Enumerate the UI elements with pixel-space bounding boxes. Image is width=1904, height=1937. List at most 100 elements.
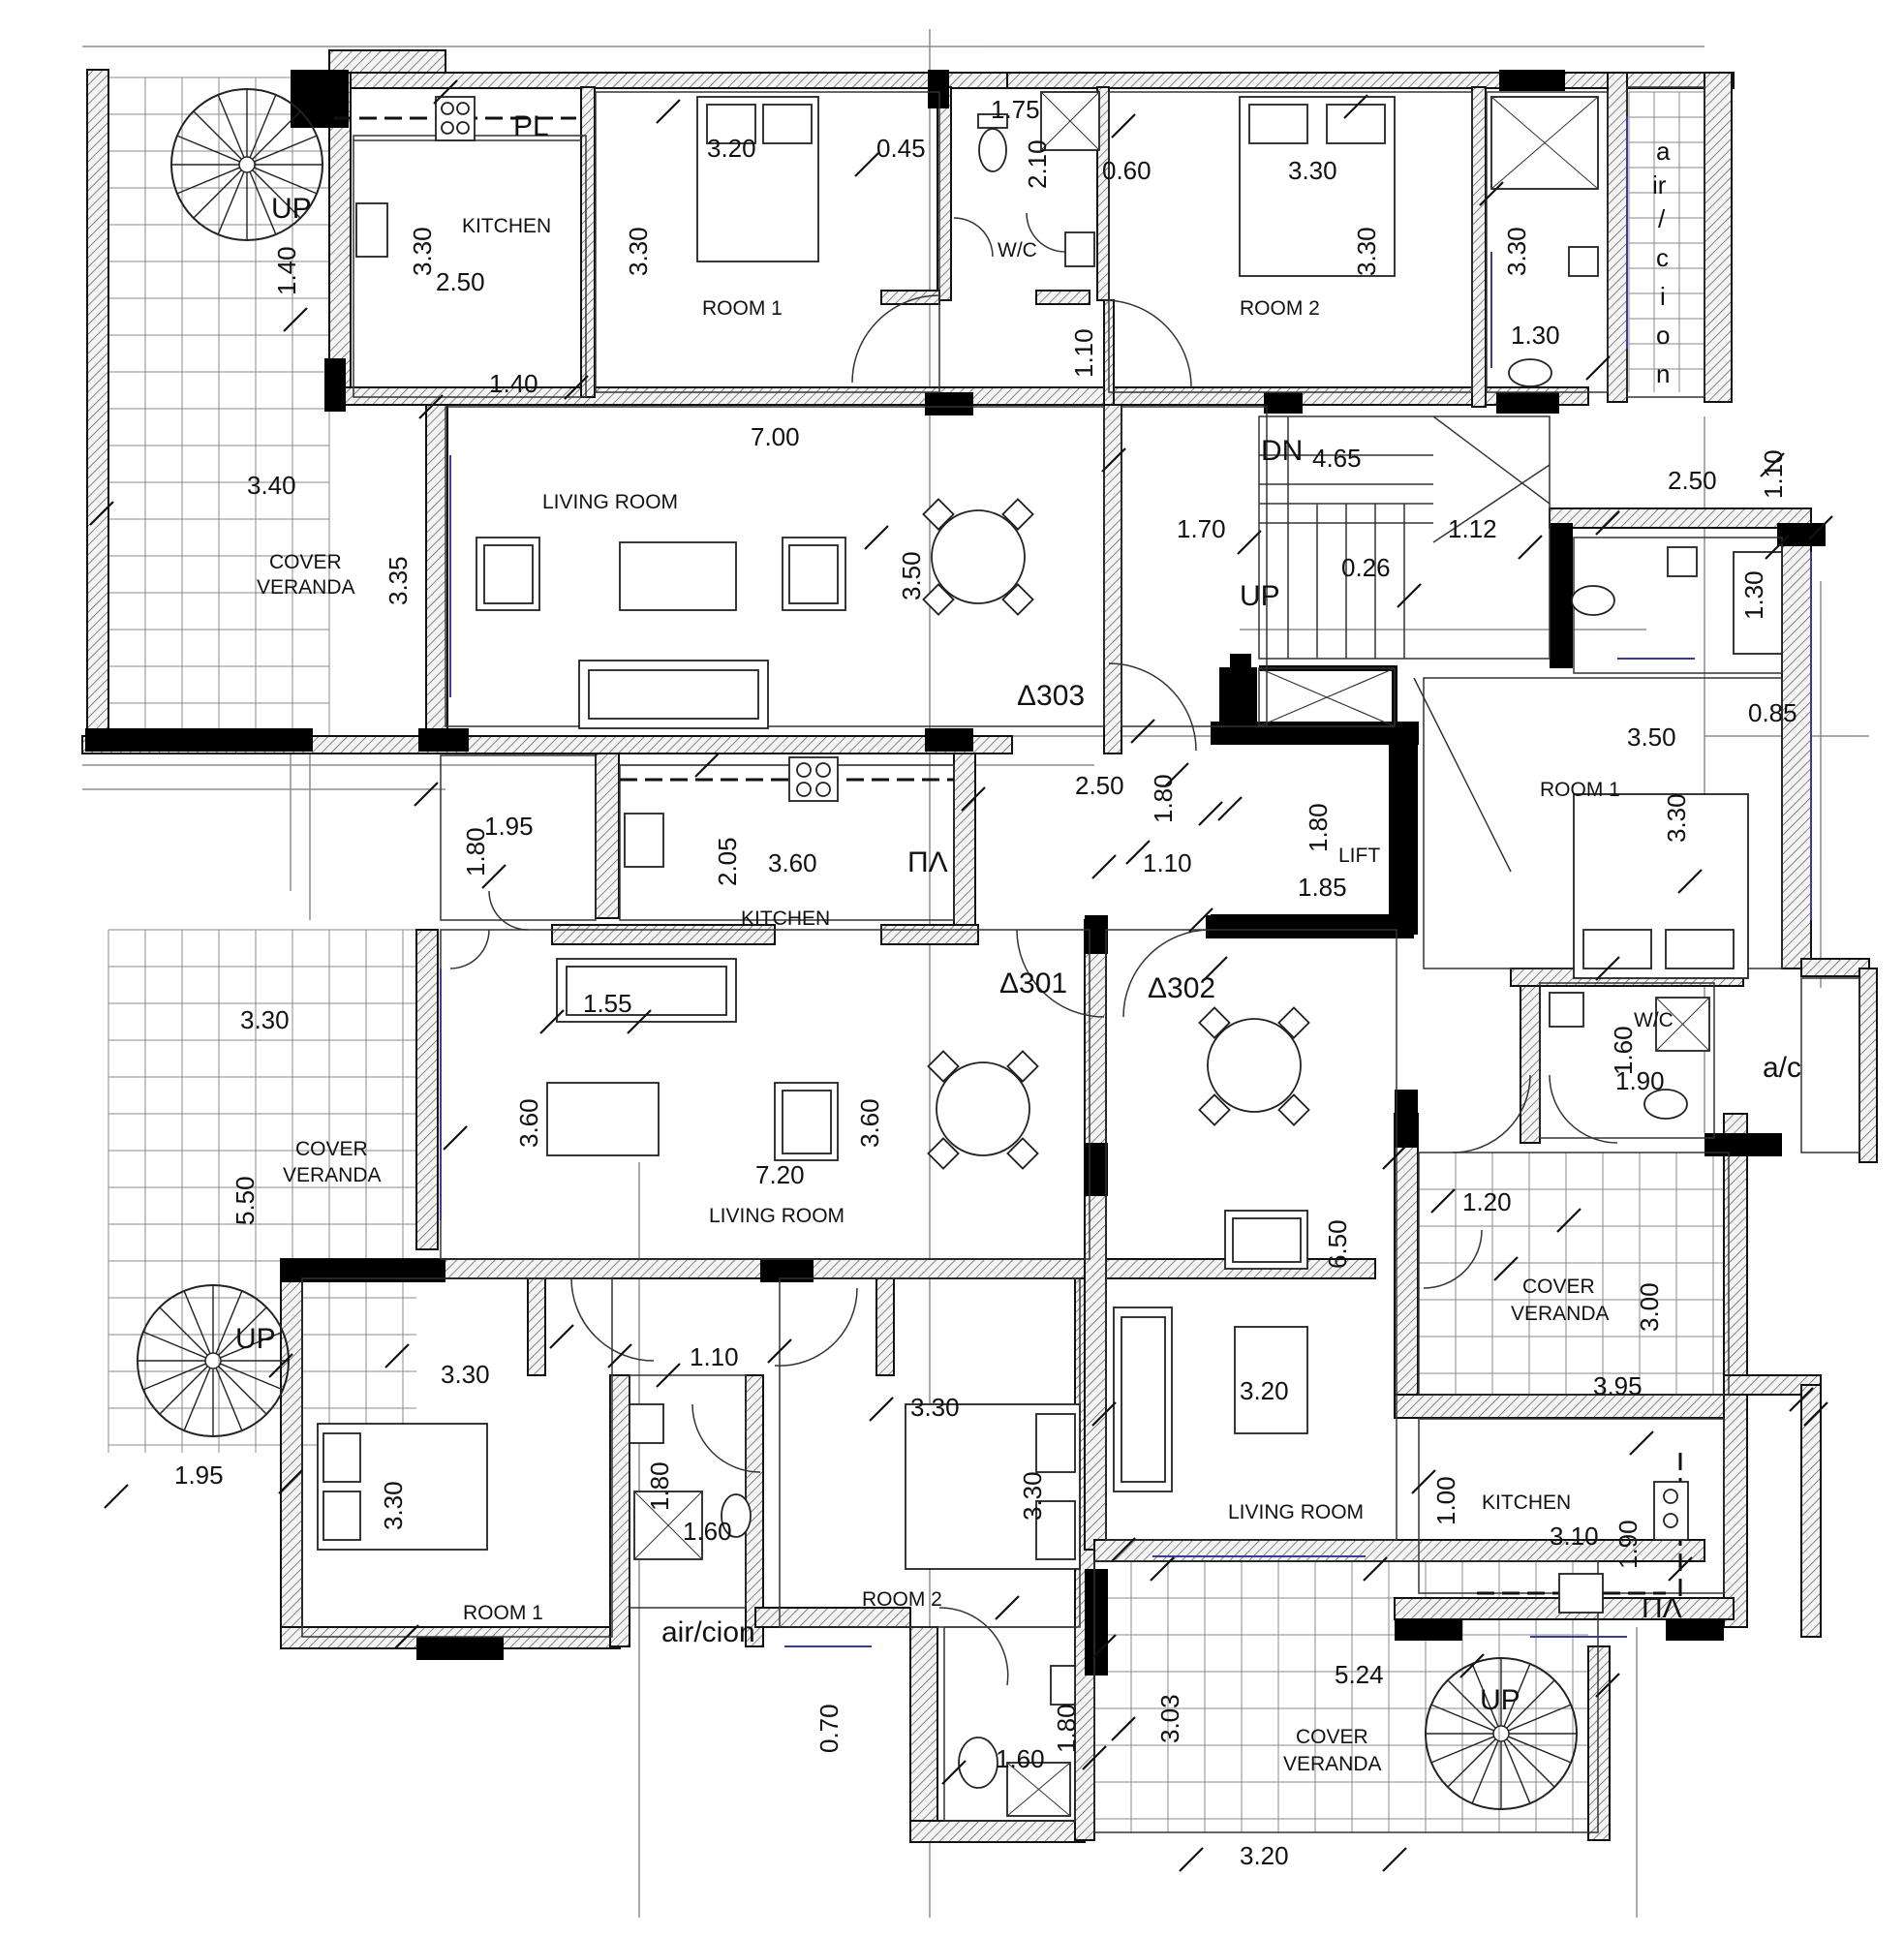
aircon-i: i [1660,282,1666,311]
dimension-tick [1237,530,1262,555]
dim-room2-h-301: 3.30 [1018,1471,1047,1521]
veranda-grid-303 [107,77,330,736]
dim-lift-w: 1.85 [1298,873,1347,902]
dimension-tick [961,786,986,812]
sofa-icon [578,660,769,729]
toilet-icon [1508,358,1552,387]
dimension-tick [1595,1673,1620,1698]
dimension-tick [1111,1537,1136,1562]
dimension-tick [1363,1556,1388,1582]
dim-living-h1-301: 3.60 [514,1098,543,1148]
apt-code-303: Δ303 [1017,680,1085,712]
toilet-icon [721,1493,752,1538]
dim-wc-w-302: 1.90 [1615,1066,1665,1095]
dimension-tick [1677,869,1703,894]
aircon-slash: / [1658,204,1666,233]
ac-label-302: a/c [1763,1052,1801,1084]
wc-label-303: W/C [998,239,1037,261]
veranda-label1-303: COVER [269,551,342,573]
dim-living-w-301: 7.20 [755,1160,805,1189]
dim-room1-d-303: 0.45 [876,134,926,163]
labels: PL KITCHEN 2.50 3.30 1.40 1.40 3.20 3.30… [174,95,1801,1870]
dim-veranda-d-301: 1.95 [174,1460,224,1490]
dimension-tick [941,1760,967,1785]
shower-icon [1040,91,1100,151]
dim-room1-h-301: 3.30 [379,1481,408,1530]
veranda2-label2-302: VERANDA [1283,1753,1382,1775]
dimension-tick [1343,94,1368,119]
dim-room1-w-301: 3.30 [441,1360,490,1389]
dim-wc-d-303: 0.60 [1102,156,1152,185]
sink-icon [1064,231,1095,267]
dim-bath-w-301: 1.60 [683,1517,732,1546]
dim-wc2-w-301: 1.60 [996,1744,1045,1773]
dim-veranda-w-301: 3.30 [240,1005,290,1034]
dimension-tick [1198,801,1223,826]
dimension-tick [1382,1145,1407,1170]
shower-icon [1655,997,1710,1052]
dimension-tick [394,1624,419,1649]
coffee-table-icon [546,1082,660,1156]
dimension-tick [104,1484,129,1509]
dimension-tick [1789,1387,1814,1412]
dimension-tick [1518,535,1543,560]
veranda-label2-303: VERANDA [257,576,355,599]
dim-bath-h-301: 1.80 [645,1461,674,1511]
dim-bath-d-303: 1.30 [1511,321,1560,350]
lift-shaft [1211,665,1400,926]
dimension-tick [1164,762,1189,787]
dim-living-h-302: 6.50 [1323,1219,1352,1269]
dimension-tick [564,375,589,400]
dim-veranda2-h-302: 3.03 [1155,1694,1184,1743]
shower-icon [633,1491,703,1560]
toilet-icon [958,1737,998,1789]
toilet-icon [1571,585,1615,616]
aircon-c: c [1656,243,1669,272]
veranda1-label2-302: VERANDA [1511,1303,1610,1325]
dimension-tick [1556,1208,1582,1233]
dimension-tick [1479,181,1504,206]
core-stair [1258,415,1551,873]
dimension-tick [1203,956,1228,981]
dimension-tick [995,1595,1020,1620]
dim-room1-h-302: 3.30 [1662,793,1691,843]
dim-hall-w-301: 1.95 [484,812,534,841]
bed-icon [1573,793,1749,979]
dim-living-h2-301: 3.60 [855,1098,884,1148]
living-label-303: LIVING ROOM [542,491,678,513]
sofa-icon [1113,1307,1173,1492]
apt-code-301: Δ301 [999,968,1067,999]
dim-lift-h: 1.80 [1304,803,1333,852]
dim-wc-d2-303: 1.10 [1069,328,1098,378]
dimension-tick [1091,1634,1117,1659]
dim-bath-w-303: 3.30 [1502,227,1531,276]
aircon-o: o [1656,321,1670,350]
sink-icon [1050,1665,1076,1706]
dimension-tick [1411,1469,1436,1494]
dimension-tick [1493,1256,1519,1281]
apt-code-302: Δ302 [1148,972,1215,1004]
veranda2-label1-302: COVER [1296,1726,1368,1748]
bed-icon [317,1423,488,1551]
stair-up-302: UP [1480,1684,1520,1716]
wc-label-302: W/C [1634,1009,1674,1031]
dim-wc-h-303: 2.10 [1023,139,1052,189]
dim-living-h-303: 3.35 [384,556,413,605]
dim-room1-h-303: 3.30 [624,227,653,276]
dim-core-170: 1.70 [1177,514,1226,543]
kitchen-label-302: KITCHEN [1482,1491,1571,1514]
dim-kitchen-h-302: 1.00 [1431,1476,1460,1525]
dim-top-d1-302: 1.30 [1739,570,1768,620]
veranda1-label1-302: COVER [1522,1276,1595,1298]
aircon-label-301: air/cion [661,1616,755,1648]
dimension-tick [1082,1745,1107,1770]
dimension-tick [1808,515,1833,540]
dimension-tick [1765,535,1790,560]
dim-kitchen-d1-303: 1.40 [272,246,301,295]
dim-corr-w-301: 1.10 [690,1342,739,1371]
dim-veranda1-h-302: 3.00 [1635,1282,1664,1332]
lift-label: LIFT [1338,845,1380,867]
coffee-table-icon [619,541,737,611]
dimension-tick [1459,1653,1485,1678]
door-swings [449,212,1618,1686]
